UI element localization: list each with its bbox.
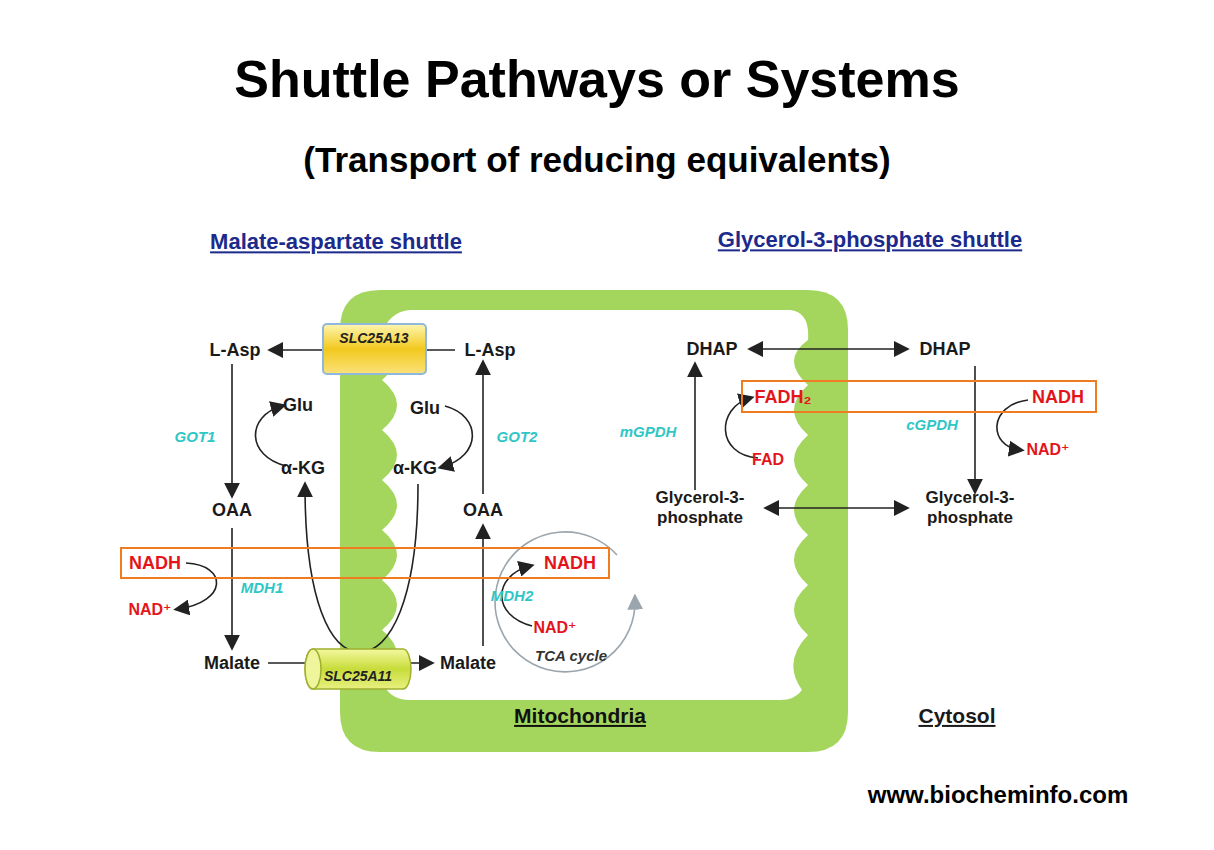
label: cGPDH [906, 416, 958, 433]
label: NAD⁺ [128, 601, 171, 619]
label: Glu [410, 398, 440, 419]
label: MDH2 [491, 587, 534, 604]
label: Malate [440, 653, 496, 674]
label: NAD⁺ [533, 619, 576, 637]
node-text: NADH [129, 553, 181, 574]
node-text: Mitochondria [514, 704, 646, 728]
label: GOT2 [497, 428, 538, 445]
label: L-Asp [210, 340, 261, 361]
node-text: SLC25A13 [339, 330, 408, 346]
label: MDH1 [241, 579, 284, 596]
highlight-box-shape [120, 547, 610, 579]
label: L-Asp [465, 340, 516, 361]
label: mGPDH [620, 423, 677, 440]
label: OAA [212, 500, 252, 521]
highlight-box: NADH NADH [120, 547, 610, 579]
node-text: TCA cycle [535, 647, 607, 664]
node-text: FADH₂ [755, 387, 812, 408]
label: α-KG [393, 458, 437, 479]
transporter-box: SLC25A13 [322, 323, 427, 375]
label: DHAP [686, 339, 737, 360]
label: Glycerol-3-phosphate [640, 488, 760, 527]
label: Cytosol [918, 704, 995, 728]
label: NAD⁺ [1026, 441, 1069, 459]
label: FAD [752, 451, 784, 469]
label: Malate-aspartate shuttle [210, 229, 462, 254]
caption: (Transport of reducing equivalents) [303, 140, 890, 180]
node-text: NADH [1032, 387, 1084, 408]
label: DHAP [919, 339, 970, 360]
label: www.biocheminfo.com [868, 781, 1128, 809]
title: Shuttle Pathways or Systems [234, 50, 959, 110]
label: Malate [204, 653, 260, 674]
label: OAA [463, 500, 503, 521]
node-text: NADH [544, 553, 596, 574]
label: α-KG [281, 458, 325, 479]
highlight-box: FADH₂ NADH [741, 380, 1097, 413]
node-text: SLC25A11 [324, 668, 392, 684]
label: Glycerol-3-phosphate shuttle [718, 227, 1022, 252]
transporter-cylinder: SLC25A11 [303, 645, 413, 693]
label: GOT1 [175, 428, 216, 445]
label: Glycerol-3-phosphate [910, 488, 1030, 527]
label: Glu [283, 395, 313, 416]
